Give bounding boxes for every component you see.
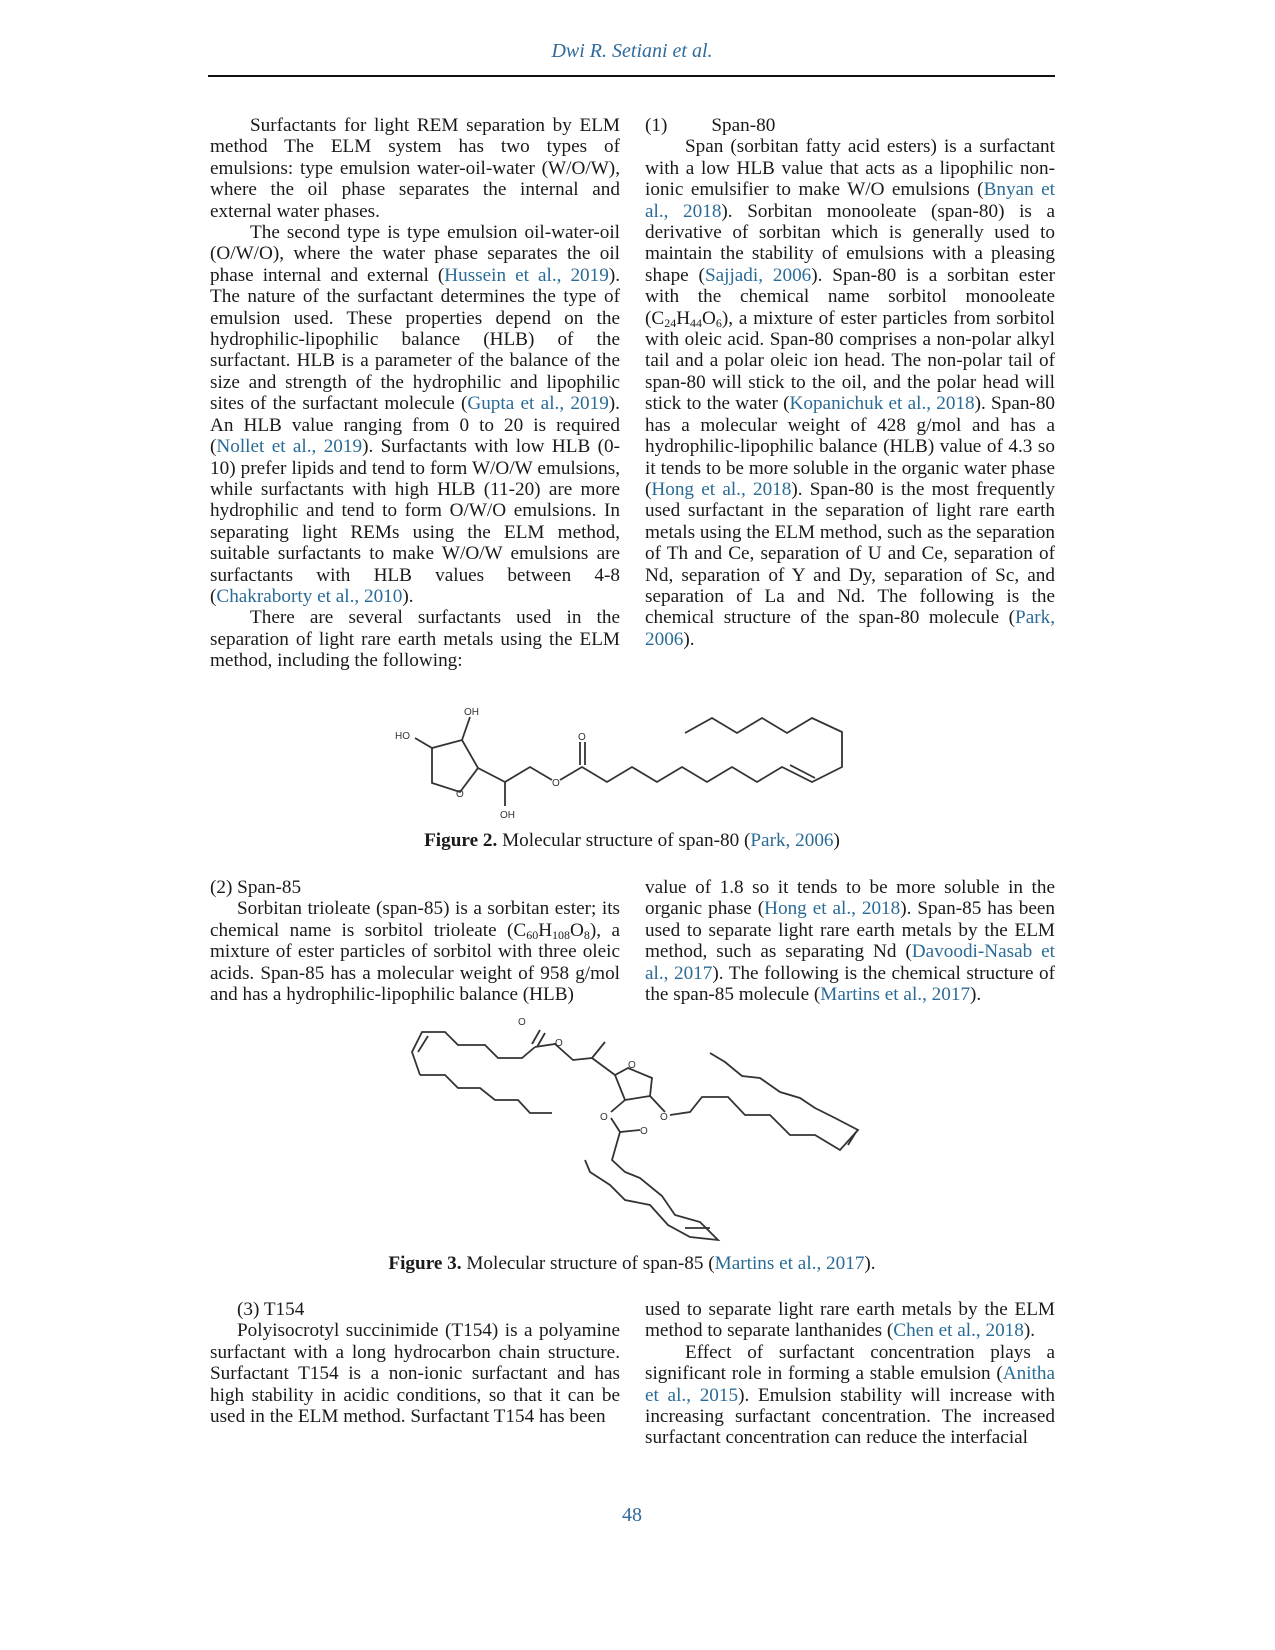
atom-label: HO <box>395 731 410 742</box>
subscript: 8 <box>583 927 590 942</box>
text-run: ). <box>402 585 414 607</box>
text-run: ). Span-80 is a sorbitan ester with the … <box>645 264 1056 329</box>
citation-link[interactable]: Hong et al., 2018 <box>651 478 792 500</box>
paragraph: The second type is type emulsion oil-wat… <box>210 222 620 607</box>
text-run: The second type is type emulsion oil-wat… <box>210 222 620 286</box>
column-right-2: value of 1.8 so it tends to be more solu… <box>645 877 1055 1005</box>
figure-3-caption: Figure 3. Molecular structure of span-85… <box>0 1253 1264 1275</box>
text-run: ). The nature of the surfactant determin… <box>210 264 621 415</box>
text-run: (1) <box>645 115 668 136</box>
text-run: Polyisocrotyl succinimide (T154) is a po… <box>210 1320 620 1428</box>
paragraph: Surfactants for light REM separation by … <box>210 115 620 222</box>
text-run: value of 1.8 so it tends to be more solu… <box>645 877 1055 920</box>
citation-link[interactable]: Nollet et al., 2019 <box>216 436 363 458</box>
subscript: 44 <box>690 315 703 330</box>
figure-2-caption: Figure 2. Molecular structure of span-80… <box>0 830 1264 852</box>
text-run: Effect of surfactant concentration plays… <box>645 1341 1055 1385</box>
paragraph: Polyisocrotyl succinimide (T154) is a po… <box>210 1320 620 1427</box>
text-run: ), a mixture of ester particles of sorbi… <box>210 919 620 1006</box>
paragraph: (1) Span-80 <box>645 115 1055 136</box>
text-run: ). Span-80 is the most frequently used s… <box>645 478 1055 629</box>
atom-label: O <box>600 1112 608 1123</box>
caption-end: ). <box>864 1253 876 1274</box>
citation-link[interactable]: Hussein et al., 2019 <box>444 264 609 286</box>
atom-label: O <box>555 1038 563 1049</box>
text-run: ). <box>683 628 695 650</box>
atom-label: O <box>660 1112 668 1123</box>
text-run: used to separate light rare earth metals… <box>645 1299 1055 1342</box>
text-run: There are several surfactants used in th… <box>210 607 620 672</box>
span80-structure: OH HO O OH O O <box>395 707 843 821</box>
text-run: ). Emulsion stability will increase with… <box>645 1384 1055 1449</box>
subscript: 108 <box>552 927 571 942</box>
atom-label: O <box>518 1017 526 1028</box>
running-header: Dwi R. Setiani et al. <box>551 40 713 62</box>
citation-link[interactable]: Martins et al., 2017 <box>714 1253 865 1274</box>
figure-label: Figure 3. <box>388 1253 462 1274</box>
column-right-3: used to separate light rare earth metals… <box>645 1299 1055 1449</box>
subscript: 24 <box>664 315 677 330</box>
text-run: H <box>676 307 691 329</box>
citation-link[interactable]: Bnyan et al., 2018 <box>645 179 1055 222</box>
text-run: ). Sorbitan monooleate (span-80) is a de… <box>645 200 1055 286</box>
text-run: O <box>702 307 716 329</box>
text-run: H <box>538 919 553 941</box>
paragraph: Span (sorbitan fatty acid esters) is a s… <box>645 136 1055 650</box>
subscript: 6 <box>715 315 722 330</box>
atom-label: O <box>640 1126 648 1137</box>
paragraph: (3) T154 <box>210 1299 620 1320</box>
text-run: ). <box>1023 1320 1036 1342</box>
span85-structure: O O O O O O <box>411 1017 860 1242</box>
citation-link[interactable]: Sajjadi, 2006 <box>704 264 812 286</box>
text-run: ), a mixture of ester particles from sor… <box>645 307 1055 415</box>
citation-link[interactable]: Park, 2006 <box>645 607 1055 650</box>
figure-label: Figure 2. <box>424 830 498 851</box>
paragraph: There are several surfactants used in th… <box>210 607 620 671</box>
text-run: Span (sorbitan fatty acid esters) is a s… <box>645 136 1055 201</box>
caption-text: Molecular structure of span-80 ( <box>497 830 751 851</box>
atom-label: O <box>628 1060 636 1071</box>
citation-link[interactable]: Gupta et al., 2019 <box>467 393 609 415</box>
caption-text: Molecular structure of span-85 ( <box>461 1253 715 1274</box>
section-title: Span-80 <box>711 115 776 136</box>
column-left-1: Surfactants for light REM separation by … <box>210 115 620 672</box>
text-run: ). The following is the chemical structu… <box>645 962 1055 1006</box>
paragraph: Effect of surfactant concentration plays… <box>645 1342 1055 1449</box>
text-run: O <box>570 919 584 941</box>
text-run: ). <box>970 984 982 1006</box>
text-run: Sorbitan trioleate (span-85) is a sorbit… <box>210 898 620 941</box>
paragraph: value of 1.8 so it tends to be more solu… <box>645 877 1055 1005</box>
text-run: ). An HLB value ranging from 0 to 20 is … <box>210 393 620 458</box>
citation-link[interactable]: Kopanichuk et al., 2018 <box>789 393 975 415</box>
citation-link[interactable]: Anitha et al., 2015 <box>645 1363 1055 1406</box>
citation-link[interactable]: Hong et al., 2018 <box>764 898 901 920</box>
paragraph: Sorbitan trioleate (span-85) is a sorbit… <box>210 898 620 1005</box>
citation-link[interactable]: Park, 2006 <box>750 830 834 851</box>
text-run: ). Surfactants with low HLB (0-10) prefe… <box>210 436 620 607</box>
caption-end: ) <box>833 830 840 851</box>
subscript: 60 <box>526 927 539 942</box>
paragraph: (2) Span-85 <box>210 877 620 898</box>
citation-link[interactable]: Martins et al., 2017 <box>820 984 971 1006</box>
atom-label: O <box>578 732 586 743</box>
atom-label: OH <box>500 810 515 821</box>
citation-link[interactable]: Davoodi-Nasab et al., 2017 <box>645 941 1055 984</box>
text-run: (2) Span-85 <box>210 877 302 898</box>
text-run: ). Span-85 has been used to separate lig… <box>645 898 1055 963</box>
header-rule <box>208 75 1055 77</box>
text-run: ). Span-80 has a molecular weight of 428… <box>645 393 1056 500</box>
citation-link[interactable]: Chakraborty et al., 2010 <box>216 585 403 607</box>
atom-label: O <box>456 789 464 800</box>
citation-link[interactable]: Chen et al., 2018 <box>893 1320 1024 1342</box>
text-run: (3) T154 <box>237 1299 305 1320</box>
page-number: 48 <box>622 1504 642 1526</box>
text-run: Surfactants for light REM separation by … <box>210 115 620 222</box>
atom-label: OH <box>464 707 479 718</box>
paragraph: used to separate light rare earth metals… <box>645 1299 1055 1342</box>
atom-label: O <box>552 778 560 789</box>
